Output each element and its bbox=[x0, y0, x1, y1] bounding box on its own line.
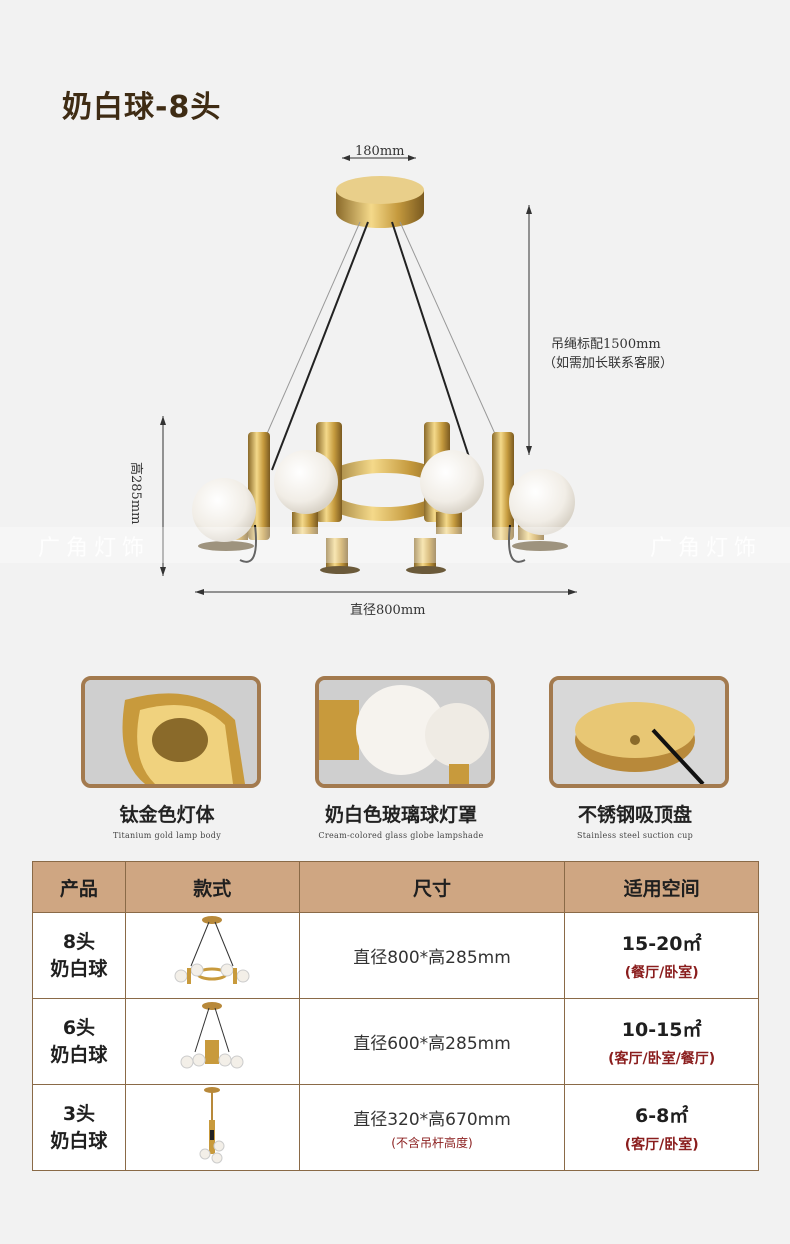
product-count: 8头 bbox=[62, 930, 96, 953]
ceiling-plate-closeup-icon bbox=[549, 676, 729, 788]
feature-sub-ceiling-plate: Stainless steel suction cup bbox=[577, 831, 693, 840]
glass-globe-closeup-icon bbox=[315, 676, 495, 788]
spec-table: 产品 款式 尺寸 适用空间 8头奶白球 直径800*高285mm 15-20㎡ (… bbox=[32, 861, 759, 1171]
product-name: 奶白球 bbox=[50, 957, 108, 980]
header-size: 尺寸 bbox=[298, 861, 566, 913]
table-row: 3头奶白球 直径320*高670mm (不含吊杆高度) 6-8㎡ (客厅/卧室) bbox=[32, 1084, 759, 1171]
product-count: 3头 bbox=[62, 1102, 96, 1125]
table-row: 8头奶白球 直径800*高285mm 15-20㎡ (餐厅/卧室) bbox=[32, 912, 759, 999]
watermark-text-left: 广角灯饰 bbox=[38, 536, 151, 561]
feature-label-glass-globe: 奶白色玻璃球灯罩 bbox=[324, 804, 477, 826]
style-thumb-6-icon bbox=[124, 998, 300, 1085]
area-text: 15-20㎡ bbox=[621, 933, 702, 955]
size-text: 直径320*高670mm bbox=[353, 1109, 511, 1130]
product-name: 奶白球 bbox=[50, 1129, 108, 1152]
rooms-text: (客厅/卧室/餐厅) bbox=[608, 1051, 716, 1067]
area-text: 10-15㎡ bbox=[621, 1019, 702, 1041]
product-count: 6头 bbox=[62, 1016, 96, 1039]
feature-sub-glass-globe: Cream-colored glass globe lampshade bbox=[318, 831, 484, 840]
style-thumb-8-icon bbox=[124, 912, 300, 999]
chandelier-dimension-diagram bbox=[160, 155, 577, 595]
size-text: 直径800*高285mm bbox=[353, 948, 511, 968]
style-thumb-3-icon bbox=[124, 1084, 300, 1171]
watermark-text-right: 广角灯饰 bbox=[650, 536, 763, 561]
header-product: 产品 bbox=[32, 861, 126, 913]
feature-label-lamp-body: 钛金色灯体 bbox=[119, 804, 215, 826]
table-row: 6头奶白球 直径600*高285mm 10-15㎡ (客厅/卧室/餐厅) bbox=[32, 998, 759, 1085]
page-title: 奶白球-8头 bbox=[62, 90, 222, 125]
height-label: 高285mm bbox=[128, 462, 143, 525]
table-header-row: 产品 款式 尺寸 适用空间 bbox=[32, 861, 759, 913]
feature-sub-lamp-body: Titanium gold lamp body bbox=[112, 831, 222, 840]
header-space: 适用空间 bbox=[564, 861, 759, 913]
cord-extend-note: （如需加长联系客服） bbox=[543, 356, 674, 371]
watermark-band bbox=[0, 527, 790, 563]
feature-label-ceiling-plate: 不锈钢吸顶盘 bbox=[577, 804, 692, 826]
area-text: 6-8㎡ bbox=[634, 1105, 689, 1127]
product-name: 奶白球 bbox=[50, 1043, 108, 1066]
rooms-text: (客厅/卧室) bbox=[624, 1137, 699, 1153]
header-style: 款式 bbox=[124, 861, 300, 913]
size-text: 直径600*高285mm bbox=[353, 1034, 511, 1054]
size-note: (不含吊杆高度) bbox=[391, 1135, 473, 1150]
rooms-text: (餐厅/卧室) bbox=[624, 965, 699, 981]
cord-length-label: 吊绳标配1500mm bbox=[551, 337, 661, 352]
lamp-body-closeup-icon bbox=[81, 676, 261, 788]
top-width-label: 180mm bbox=[355, 144, 405, 159]
diameter-label: 直径800mm bbox=[350, 603, 426, 618]
